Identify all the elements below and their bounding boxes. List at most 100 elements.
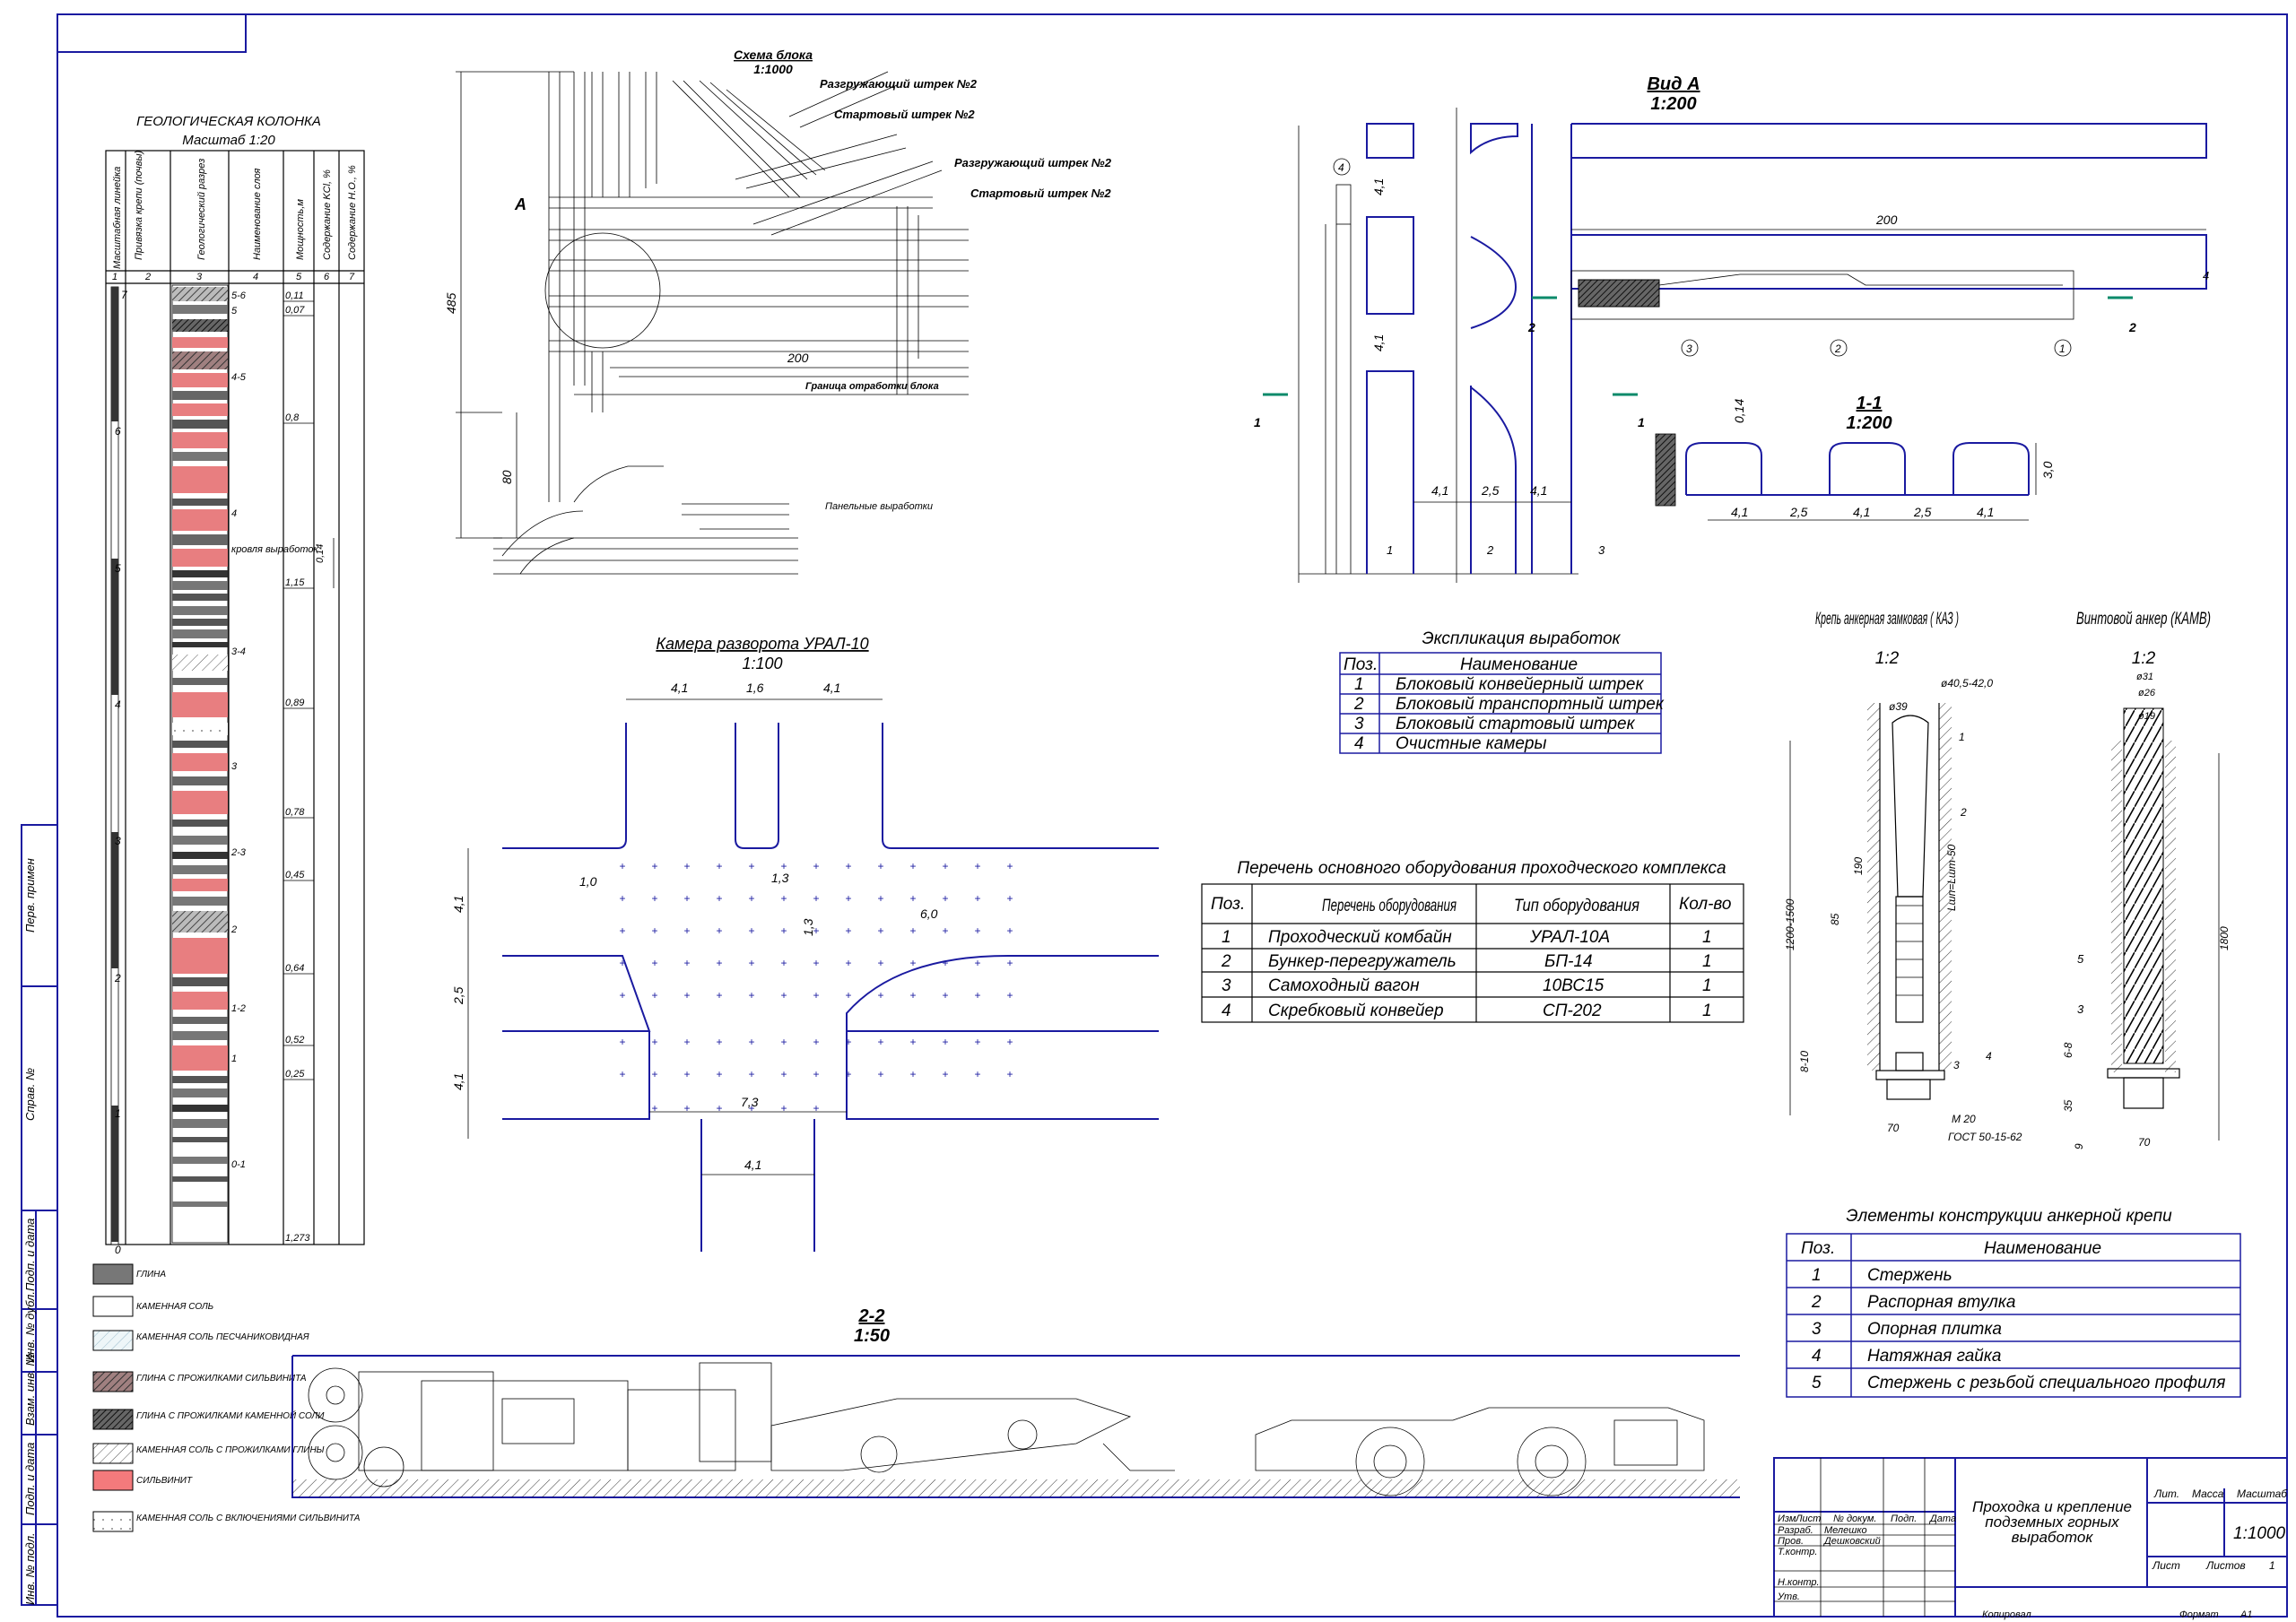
block-label: Разгружающий штрек №2	[954, 156, 1112, 169]
stamp-label: Подп. и дата	[23, 1219, 37, 1291]
scale-tick: 3	[115, 835, 121, 847]
table-cell: 3	[1222, 976, 1231, 995]
anchor-point: +	[619, 957, 625, 969]
scale-tick: 6	[115, 425, 121, 438]
boundary-label: Граница отработки блока	[805, 381, 939, 392]
anchor-point: +	[942, 957, 948, 969]
anchor-point: +	[683, 957, 690, 969]
legend-label: КАМЕННАЯ СОЛЬ С ВКЛЮЧЕНИЯМИ СИЛЬВИНИТА	[136, 1514, 361, 1523]
table-header: Перечень оборудования	[1322, 897, 1457, 915]
geology-header: Наименование слоя	[252, 168, 263, 260]
geology-header: Содержание KCl, %	[322, 169, 333, 260]
anchor-point: +	[909, 860, 916, 872]
scale-tick: 0	[115, 1244, 121, 1256]
geology-title: ГЕОЛОГИЧЕСКАЯ КОЛОНКА	[136, 114, 321, 129]
anchor-point: +	[748, 1068, 754, 1080]
anchor-point: +	[748, 1102, 754, 1115]
kamv-scale: 1:2	[2132, 649, 2156, 668]
col-number: 7	[349, 272, 355, 282]
table-header: Наименование	[1460, 655, 1578, 674]
dim-label: 1,3	[771, 871, 789, 885]
dim-label: 4,1	[744, 1158, 761, 1172]
thickness-value: 0,25	[285, 1069, 305, 1080]
dim-label: ø19	[2138, 711, 2155, 722]
callout: 4	[2203, 269, 2209, 282]
callout: 5	[2077, 952, 2084, 966]
dim-label: 8-10	[1798, 1051, 1811, 1072]
table-cell: 4	[1354, 734, 1364, 753]
tb-role: Разраб.	[1778, 1525, 1813, 1536]
scale-ruler: 7 6 5 4 3 2 1 0	[110, 286, 128, 1256]
dim-label: 1,6	[746, 681, 764, 695]
dim-label: 4,1	[1371, 178, 1386, 195]
table-cell: 1	[1702, 976, 1712, 995]
dim-label: 200	[787, 351, 809, 365]
anchor-point: +	[813, 1036, 819, 1048]
dim-label: 4,1	[1371, 334, 1386, 351]
table-cell: УРАЛ-10А	[1529, 928, 1610, 947]
dim-label: 2,5	[1913, 505, 1932, 519]
tb-scale-head: Масштаб	[2237, 1488, 2288, 1500]
anchor-point: +	[845, 957, 851, 969]
table-cell: Блоковый стартовый штрек	[1396, 715, 1636, 733]
legend-label: КАМЕННАЯ СОЛЬ	[136, 1302, 213, 1312]
table-cell: Стержень	[1867, 1266, 1952, 1285]
stamp-label: Инв. № подл.	[23, 1532, 37, 1605]
dim-label: 3,0	[2040, 461, 2055, 479]
tb-col-head: Изм	[1778, 1514, 1796, 1524]
tunneling-machine	[308, 1362, 1175, 1488]
chamber-title: Камера разворота УРАЛ-10	[656, 635, 868, 653]
view-a-marker: А	[514, 195, 526, 213]
scale-tick: 5	[115, 562, 121, 575]
stamp-label: Справ. №	[23, 1068, 37, 1121]
callout: 2	[1960, 806, 1967, 819]
dim-label: 35	[2062, 1099, 2074, 1112]
stamp-label: Взам. инв. №	[23, 1354, 37, 1426]
geology-header: Содержание Н.О., %	[347, 165, 358, 260]
tb-name: Дешковский	[1822, 1536, 1881, 1547]
panel-label: Панельные выработки	[825, 501, 933, 512]
legend: ГЛИНА КАМЕННАЯ СОЛЬ КАМЕННАЯ СОЛЬ ПЕСЧАН…	[92, 1263, 361, 1532]
anchor-point: +	[909, 924, 916, 937]
equipment-title: Перечень основного оборудования проходче…	[1237, 859, 1726, 878]
scale-tick: 2	[114, 972, 121, 984]
anchor-point: +	[942, 860, 948, 872]
dim-label: 200	[1875, 213, 1898, 227]
anchor-point: +	[716, 957, 722, 969]
thickness-value: 1,273	[285, 1233, 310, 1244]
anchor-point: +	[683, 1036, 690, 1048]
thickness-value: 0,07	[285, 305, 305, 316]
anchor-point: +	[716, 1036, 722, 1048]
callout: 3	[1953, 1059, 1960, 1071]
anchor-point: +	[909, 892, 916, 905]
table-cell: 10ВС15	[1543, 976, 1605, 995]
anchor-point: +	[845, 860, 851, 872]
col-number: 2	[144, 272, 151, 282]
dim-label: Lшп=Lшт-50	[1945, 844, 1958, 911]
anchor-point: +	[651, 892, 657, 905]
anchor-point: +	[619, 924, 625, 937]
tb-sheets-n: 1	[2269, 1559, 2275, 1572]
thickness-value: 0,89	[285, 698, 304, 708]
dim-label: 4,1	[1530, 483, 1547, 498]
table-cell: Скребковый конвейер	[1268, 1002, 1444, 1020]
tb-doc-title: Проходка и крепление подземных горных вы…	[1972, 1499, 2132, 1546]
legend-item: КАМЕННАЯ СОЛЬ С ПРОЖИЛКАМИ ГЛИНЫ	[92, 1443, 325, 1464]
dim-label: 1,0	[579, 874, 597, 889]
anchor-point: +	[716, 1068, 722, 1080]
anchor-point: +	[909, 989, 916, 1002]
anchor-point: +	[813, 989, 819, 1002]
legend-item: КАМЕННАЯ СОЛЬ С ВКЛЮЧЕНИЯМИ СИЛЬВИНИТА	[92, 1511, 361, 1532]
anchor-point: +	[974, 1036, 980, 1048]
dim-label: 4,1	[451, 1073, 465, 1090]
table-cell: 1	[1702, 1002, 1712, 1020]
geology-header: Масштабная линейка	[112, 167, 123, 269]
anchor-point: +	[619, 989, 625, 1002]
table-cell: 1	[1354, 675, 1364, 694]
section22-scale: 1:50	[854, 1326, 890, 1346]
anchor-point: +	[813, 892, 819, 905]
tb-col-head: Подп.	[1891, 1514, 1917, 1524]
view-a-scale: 1:200	[1650, 94, 1696, 114]
block-scheme: Схема блока 1:1000 Разгружающий штрек №2…	[444, 48, 1112, 575]
anchor-point: +	[651, 957, 657, 969]
